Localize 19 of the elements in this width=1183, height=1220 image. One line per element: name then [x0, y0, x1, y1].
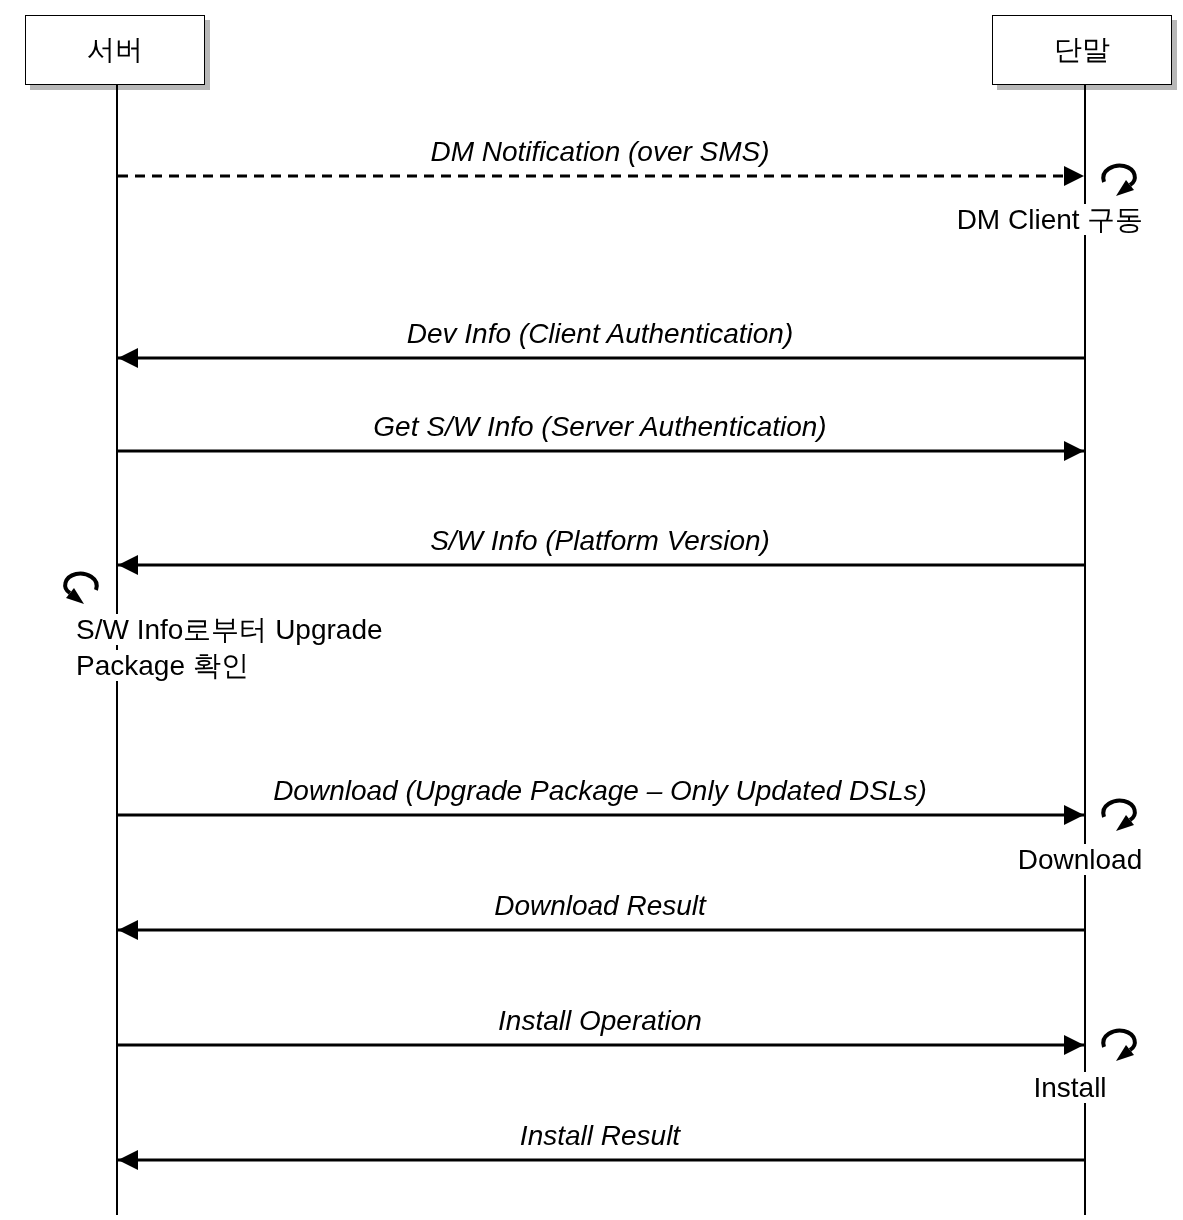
edge-label: Download (Upgrade Package – Only Updated DSLs)	[273, 777, 927, 805]
edge-label: Install Operation	[498, 1007, 702, 1035]
edge-label: Dev Info (Client Authentication)	[406, 320, 794, 348]
message-arrow	[118, 555, 1084, 575]
edge-label: S/W Info (Platform Version)	[430, 527, 770, 555]
message-arrow	[118, 805, 1084, 825]
message-arrow	[118, 920, 1084, 940]
edge-label: Get S/W Info (Server Authentication)	[373, 413, 827, 441]
lifeline	[1084, 85, 1086, 1215]
edge-label: Install Result	[519, 1122, 681, 1150]
message-arrow	[118, 441, 1084, 461]
edge-label: Download Result	[494, 892, 706, 920]
message-arrow	[118, 166, 1084, 186]
message-arrow	[118, 1150, 1084, 1170]
lifeline	[116, 85, 118, 1215]
message-arrow	[118, 1035, 1084, 1055]
message-arrow	[118, 348, 1084, 368]
edge-label: DM Notification (over SMS)	[430, 138, 770, 166]
note-text: S/W Info로부터 Upgrade Package 확인	[76, 613, 384, 684]
